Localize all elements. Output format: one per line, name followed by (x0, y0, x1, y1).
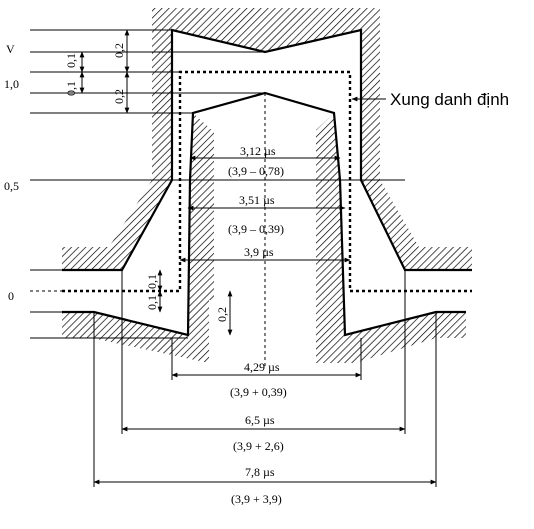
tol-label-d: 0,2 (112, 89, 126, 104)
callout-label: Xung danh định (390, 90, 509, 109)
width-312-formula: (3,9 – 0,78) (228, 164, 284, 178)
width-65-value: 6,5 µs (245, 413, 275, 427)
zero-tol-label-b: 0,1 (145, 295, 159, 310)
outer-mask-hatch (62, 8, 472, 270)
y-label-v: V (6, 42, 15, 56)
width-429-value: 4,29 µs (244, 360, 280, 374)
zero-tol-label-c: 0,2 (215, 307, 229, 322)
width-78-formula: (3,9 + 3,9) (231, 492, 282, 506)
tol-label-a: 0,2 (112, 43, 126, 58)
width-39-value: 3,9 µs (244, 245, 274, 259)
y-label-one: 1,0 (4, 77, 19, 91)
inner-left-hatch (188, 113, 214, 363)
inner-right-hatch (316, 113, 345, 363)
tol-label-b: 0,1 (64, 53, 78, 68)
bottom-right-hatch (340, 312, 466, 363)
width-351-value: 3,51 µs (239, 193, 275, 207)
zero-tol-label-a: 0,1 (145, 274, 159, 289)
width-312-value: 3,12 µs (240, 144, 276, 158)
width-78-value: 7,8 µs (245, 465, 275, 479)
width-429-formula: (3,9 + 0,39) (230, 385, 287, 399)
tol-label-c: 0,1 (64, 81, 78, 96)
y-label-half: 0,5 (4, 179, 19, 193)
width-65-formula: (3,9 + 2,6) (233, 439, 284, 453)
width-351-formula: (3,9 – 0,39) (228, 222, 284, 236)
y-label-zero: 0 (8, 289, 14, 303)
